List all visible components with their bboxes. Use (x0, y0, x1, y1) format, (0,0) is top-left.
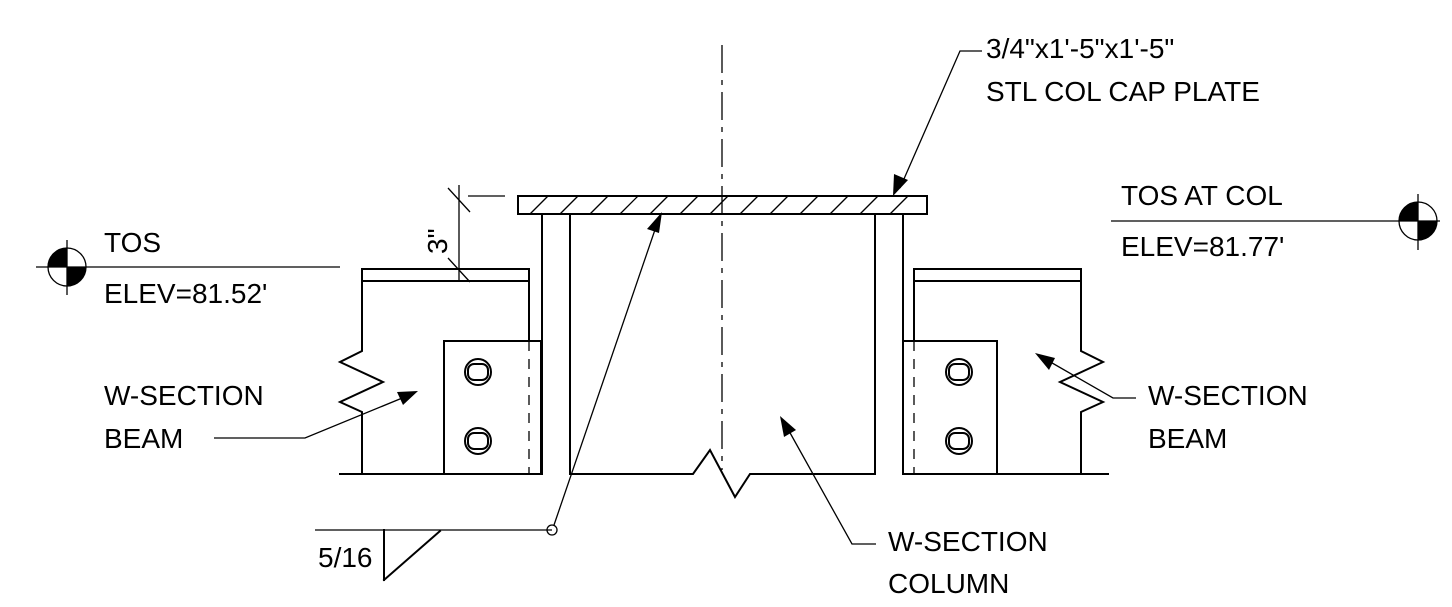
left-tos-label: TOS (104, 227, 161, 258)
right-beam-label-line2: BEAM (1148, 423, 1227, 454)
bolt-right-top (945, 358, 973, 386)
weld-symbol (315, 212, 662, 582)
left-beam-label-line2: BEAM (104, 423, 183, 454)
left-elevation-marker (36, 240, 340, 295)
right-tos-label: TOS AT COL (1121, 180, 1283, 211)
dimension-3in (447, 185, 505, 283)
bolt-left-bottom (464, 427, 492, 455)
right-beam-label-line1: W-SECTION (1148, 380, 1308, 411)
left-elev-label: ELEV=81.52' (104, 278, 267, 309)
cap-plate-leader (893, 50, 982, 196)
left-beam (337, 268, 542, 475)
right-beam (902, 268, 1106, 475)
column-label-line2: COLUMN (888, 568, 1009, 599)
right-beam-leader (1035, 353, 1136, 399)
cap-plate-hatch (529, 195, 909, 215)
cap-plate-label-line2: STL COL CAP PLATE (986, 76, 1260, 107)
column-leader (780, 416, 876, 545)
weld-size-label: 5/16 (318, 542, 373, 573)
cap-plate (517, 195, 928, 215)
bolt-left-top (464, 358, 492, 386)
column-break-line (569, 448, 876, 499)
right-elev-label: ELEV=81.77' (1121, 231, 1284, 262)
bolt-right-bottom (945, 427, 973, 455)
column-label-line1: W-SECTION (888, 526, 1048, 557)
left-beam-leader (214, 391, 418, 439)
dimension-3in-label: 3" (422, 228, 453, 254)
left-beam-label-line1: W-SECTION (104, 380, 264, 411)
cap-plate-label-line1: 3/4"x1'-5"x1'-5" (986, 33, 1174, 64)
right-elevation-marker (1111, 194, 1440, 250)
